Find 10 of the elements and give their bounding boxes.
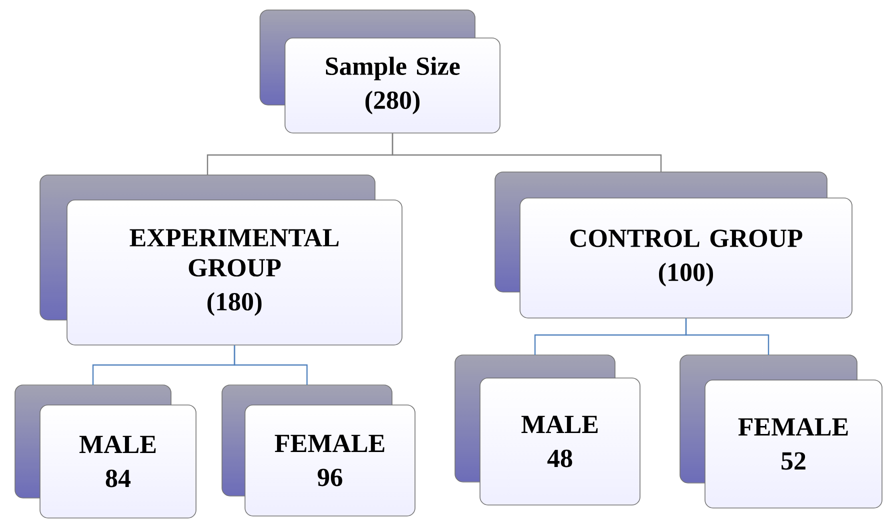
box: MALE 48 xyxy=(454,354,640,506)
box: MALE 84 xyxy=(14,384,196,518)
connector-line xyxy=(234,345,308,385)
connector-line xyxy=(392,133,662,172)
box: FEMALE 52 xyxy=(680,354,882,508)
box: CONTROL GROUP (100) xyxy=(494,172,852,318)
box: Sample Size (280) xyxy=(260,10,500,134)
box: FEMALE 96 xyxy=(222,384,416,516)
connector-line xyxy=(685,318,770,355)
box: EXPERIMENTAL GROUP (180) xyxy=(40,174,402,346)
